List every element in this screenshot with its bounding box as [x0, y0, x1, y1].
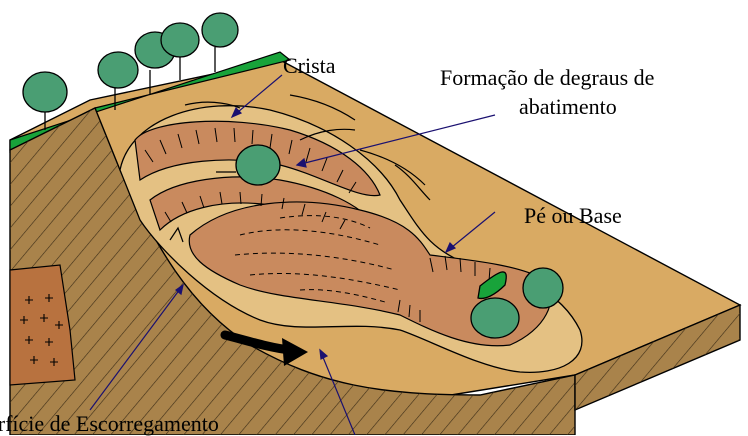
label-degraus-line1: Formação de degraus de	[440, 67, 654, 89]
label-superficie: erfície de Escorregamento	[0, 413, 219, 435]
label-pe-base: Pé ou Base	[524, 205, 622, 227]
label-crista: Crista	[283, 55, 336, 77]
label-degraus-line2: abatimento	[519, 96, 617, 118]
